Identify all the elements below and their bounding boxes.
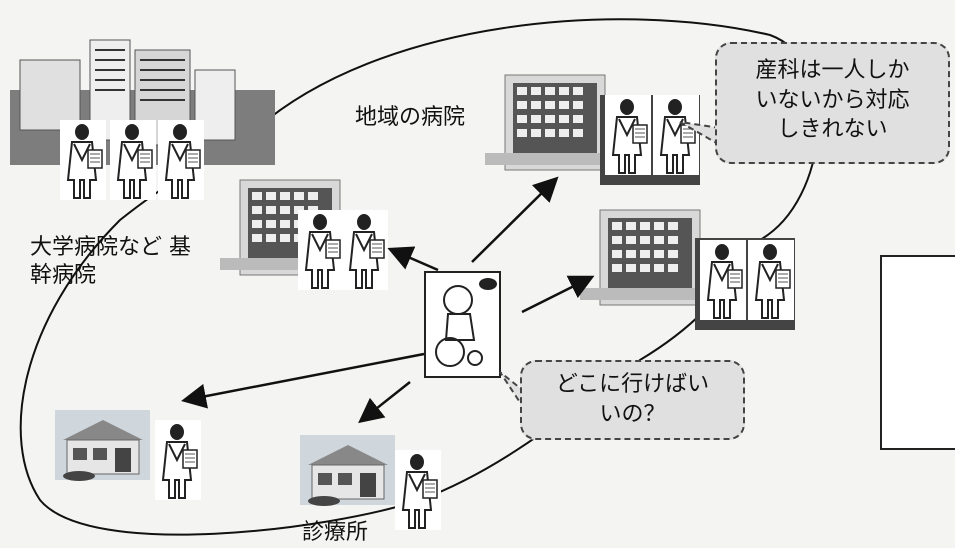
bubble-tail-obstetrics bbox=[679, 121, 721, 146]
bubble-line: しきれない bbox=[777, 117, 888, 143]
bubble-line: いないから対応 bbox=[755, 87, 910, 113]
university-hospital-label-line2: 幹病院 bbox=[30, 263, 97, 288]
arrow-to-clinic-left bbox=[181, 352, 425, 409]
where-to-go-speech-bubble: どこに行けばい いの？ bbox=[520, 360, 745, 440]
regional-hospital-label: 地域の病院 bbox=[355, 105, 466, 130]
bubble-line: 産科は一人しか bbox=[755, 58, 910, 83]
university-hospital-label-line1: 大学病院など 基 bbox=[30, 235, 191, 260]
hospital-building-icon bbox=[219, 179, 389, 291]
arrow-to-right-hospital bbox=[521, 275, 595, 314]
regional-hospital-icon bbox=[484, 74, 700, 185]
obstetrics-speech-bubble: 産科は一人しか いないから対応 しきれない bbox=[715, 42, 950, 164]
university-hospital-icon bbox=[10, 39, 275, 201]
clinic-icon-bottom bbox=[299, 434, 442, 531]
arrow-to-mid-hospital bbox=[387, 246, 439, 272]
child-wheelchair-icon bbox=[424, 271, 501, 378]
bubble-line: いの？ bbox=[599, 401, 666, 427]
clinic-icon-left bbox=[54, 409, 202, 501]
clinic-label: 診療所 bbox=[302, 520, 369, 545]
arrow-to-regional-hospital bbox=[471, 176, 559, 263]
bubble-tail-where bbox=[499, 371, 526, 411]
arrow-to-clinic-bottom bbox=[358, 381, 411, 424]
bubble-line: どこに行けばい bbox=[555, 372, 710, 397]
cropped-side-box bbox=[880, 255, 955, 450]
hospital-building-icon-right bbox=[579, 209, 795, 330]
